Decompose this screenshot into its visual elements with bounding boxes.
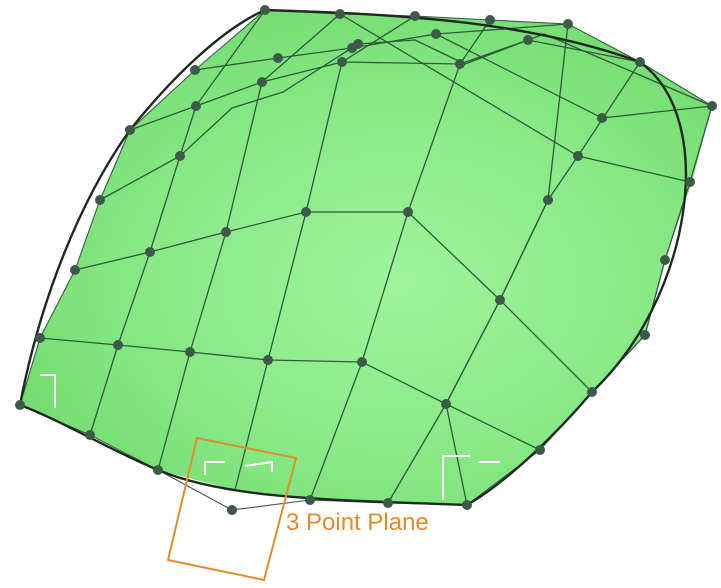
three-point-plane-manipulator[interactable]: 3 Point Plane — [166, 436, 429, 582]
control-point[interactable] — [573, 151, 583, 161]
control-point[interactable] — [410, 11, 420, 21]
control-point[interactable] — [495, 295, 505, 305]
control-point[interactable] — [70, 265, 80, 275]
control-point[interactable] — [403, 207, 413, 217]
control-point[interactable] — [685, 177, 695, 187]
control-point[interactable] — [125, 125, 135, 135]
boundary-right — [466, 61, 688, 507]
control-point[interactable] — [263, 355, 273, 365]
control-point[interactable] — [227, 505, 237, 515]
control-point[interactable] — [462, 500, 472, 510]
control-point[interactable] — [190, 65, 200, 75]
plane-handle[interactable] — [166, 436, 298, 582]
control-point[interactable] — [301, 207, 311, 217]
control-point[interactable] — [191, 101, 201, 111]
surface-boundary — [18, 8, 688, 507]
control-point[interactable] — [485, 15, 495, 25]
control-point[interactable] — [431, 29, 441, 39]
control-point[interactable] — [257, 77, 267, 87]
control-point[interactable] — [145, 247, 155, 257]
corner-indicators — [40, 374, 500, 500]
control-point[interactable] — [353, 39, 363, 49]
control-point[interactable] — [35, 333, 45, 343]
corner-marker-bottom-center-2 — [244, 460, 273, 472]
control-point[interactable] — [640, 330, 650, 340]
corner-marker-bottom-right — [442, 455, 470, 500]
mesh-col-6 — [445, 61, 641, 506]
corner-marker-bottom-left — [40, 374, 56, 408]
control-point[interactable] — [273, 53, 283, 63]
control-point[interactable] — [635, 57, 645, 67]
control-point[interactable] — [707, 101, 717, 111]
control-point[interactable] — [597, 113, 607, 123]
control-point[interactable] — [85, 430, 95, 440]
boundary-top — [264, 8, 641, 64]
control-points[interactable] — [15, 5, 717, 515]
boundary-left — [18, 8, 266, 406]
control-point[interactable] — [260, 5, 270, 15]
control-point[interactable] — [337, 57, 347, 67]
control-point[interactable] — [153, 465, 163, 475]
control-point[interactable] — [335, 9, 345, 19]
control-point[interactable] — [441, 399, 451, 409]
boundary-bottom — [19, 403, 468, 507]
surface-patch[interactable] — [20, 10, 712, 505]
control-point[interactable] — [383, 498, 393, 508]
control-point[interactable] — [113, 340, 123, 350]
mesh-col-1 — [89, 9, 266, 436]
control-point[interactable] — [455, 59, 465, 69]
control-point[interactable] — [660, 255, 670, 265]
control-point[interactable] — [221, 227, 231, 237]
control-point[interactable] — [15, 400, 25, 410]
plane-label: 3 Point Plane — [286, 509, 429, 536]
control-point[interactable] — [543, 195, 553, 205]
control-point[interactable] — [95, 195, 105, 205]
control-point[interactable] — [563, 19, 573, 29]
control-point[interactable] — [535, 445, 545, 455]
control-point[interactable] — [357, 357, 367, 367]
corner-marker-bottom-center — [204, 461, 225, 475]
control-point[interactable] — [523, 35, 533, 45]
control-point[interactable] — [185, 347, 195, 357]
control-point[interactable] — [305, 495, 315, 505]
control-point[interactable] — [587, 387, 597, 397]
control-point[interactable] — [175, 151, 185, 161]
